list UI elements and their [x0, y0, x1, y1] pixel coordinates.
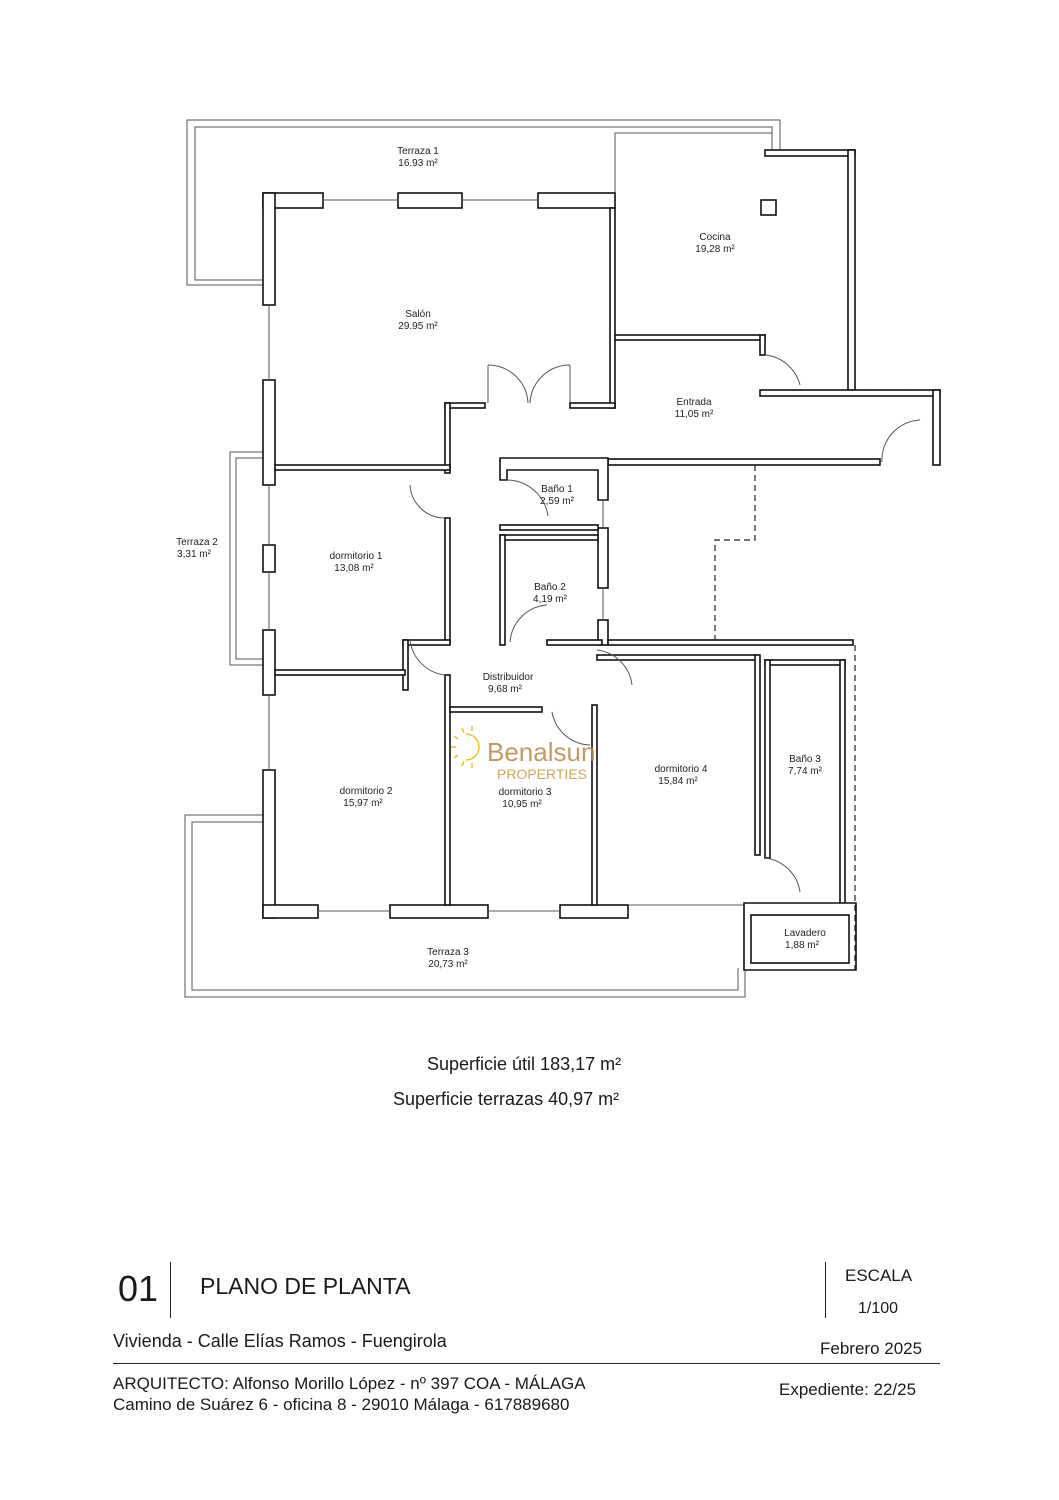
room-name-salon: Salón [405, 309, 431, 320]
watermark-sub: PROPERTIES [497, 766, 587, 782]
plan-date: Febrero 2025 [820, 1339, 923, 1358]
room-name-terraza-2: Terraza 2 [176, 537, 218, 548]
room-name-lavadero: Lavadero [784, 928, 826, 939]
room-area-dormitorio-1: 13,08 m² [334, 563, 374, 574]
superficie-util: Superficie útil 183,17 m² [427, 1054, 622, 1074]
room-area-bano-1: 2,59 m² [540, 496, 575, 507]
room-area-dormitorio-3: 10,95 m² [502, 799, 542, 810]
terraza-3-outline [184, 814, 746, 998]
room-name-bano-3: Baño 3 [789, 754, 821, 765]
plan-subtitle: Vivienda - Calle Elías Ramos - Fuengirol… [113, 1331, 447, 1351]
room-area-terraza-3: 20,73 m² [428, 959, 468, 970]
room-area-terraza-1: 16.93 m² [398, 158, 438, 169]
room-area-distribuidor: 9,68 m² [488, 684, 523, 695]
room-name-bano-1: Baño 1 [541, 484, 573, 495]
room-name-terraza-1: Terraza 1 [397, 146, 439, 157]
cocina-terrace-edge [614, 132, 772, 208]
divider [825, 1262, 826, 1318]
room-name-dormitorio-2: dormitorio 2 [340, 786, 393, 797]
room-area-terraza-2: 3,31 m² [177, 549, 212, 560]
room-name-cocina: Cocina [699, 232, 731, 243]
floor-plan: Terraza 1 16.93 m² Cocina 19,28 m² Salón… [176, 119, 941, 998]
room-area-bano-3: 7,74 m² [788, 766, 823, 777]
room-area-cocina: 19,28 m² [695, 244, 735, 255]
room-name-dormitorio-1: dormitorio 1 [330, 551, 383, 562]
sun-icon [451, 726, 480, 768]
room-area-dormitorio-2: 15,97 m² [343, 798, 383, 809]
plan-title: PLANO DE PLANTA [200, 1273, 411, 1299]
divider [113, 1363, 940, 1364]
terraza-1-outline [186, 119, 781, 286]
scale-label: ESCALA [845, 1266, 913, 1285]
divider [170, 1262, 171, 1318]
room-name-entrada: Entrada [676, 397, 711, 408]
dashed-limit [714, 156, 940, 970]
room-name-distribuidor: Distribuidor [483, 672, 534, 683]
room-area-lavadero: 1,88 m² [785, 940, 820, 951]
plan-number: 01 [118, 1268, 159, 1309]
doors [409, 354, 921, 893]
terraza-2-outline [229, 451, 263, 666]
room-name-dormitorio-4: dormitorio 4 [655, 764, 708, 775]
architect: ARQUITECTO: Alfonso Morillo López - nº 3… [113, 1374, 586, 1393]
expediente: Expediente: 22/25 [779, 1380, 917, 1399]
watermark-logo: Benalsun PROPERTIES [451, 726, 595, 782]
room-name-bano-2: Baño 2 [534, 582, 566, 593]
room-area-entrada: 11,05 m² [675, 409, 714, 420]
room-area-bano-2: 4,19 m² [533, 594, 568, 605]
room-name-dormitorio-3: dormitorio 3 [499, 787, 552, 798]
walls [262, 149, 941, 971]
superficie-terrazas: Superficie terrazas 40,97 m² [393, 1089, 620, 1109]
room-area-salon: 29.95 m² [398, 321, 438, 332]
watermark-brand: Benalsun [487, 737, 595, 767]
architect-address: Camino de Suárez 6 - oficina 8 - 29010 M… [113, 1395, 570, 1414]
scale-value: 1/100 [858, 1300, 899, 1317]
room-name-terraza-3: Terraza 3 [427, 947, 469, 958]
room-area-dormitorio-4: 15,84 m² [658, 776, 698, 787]
